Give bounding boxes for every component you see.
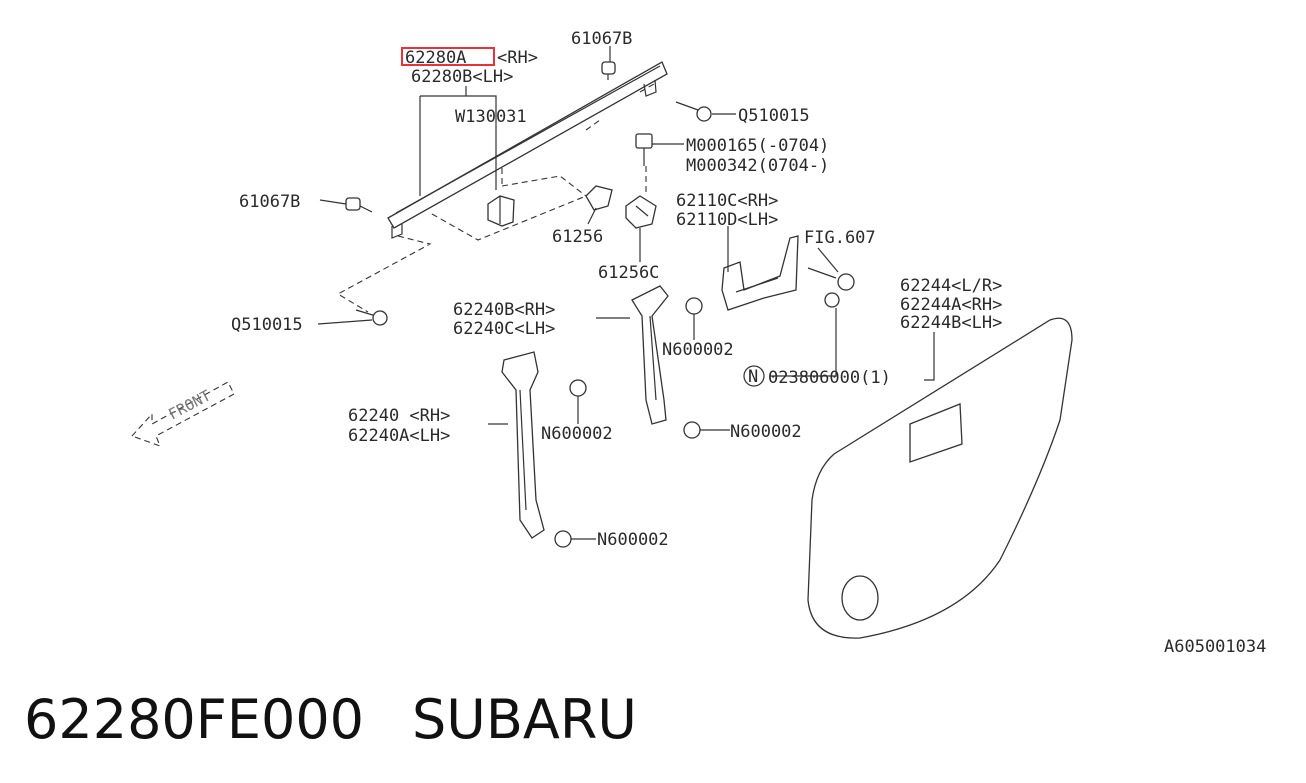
brand-name: SUBARU bbox=[412, 688, 637, 751]
clip-61067b-left bbox=[345, 197, 373, 213]
label-62244b: 62244B<LH> bbox=[900, 313, 1002, 333]
label-62280a: 62280A bbox=[405, 48, 466, 68]
holder-61256 bbox=[585, 185, 613, 211]
label-q510015-left: Q510015 bbox=[231, 315, 303, 335]
label-023806000: 023806000(1) bbox=[768, 368, 891, 388]
screw-q510015-left bbox=[355, 309, 388, 326]
part-number: 62280FE000 bbox=[24, 688, 365, 751]
guide-rail-rear bbox=[631, 285, 669, 425]
label-62244a: 62244A<RH> bbox=[900, 295, 1002, 315]
label-ref: A605001034 bbox=[1164, 637, 1266, 657]
regulator-plate-62110 bbox=[721, 235, 799, 311]
label-62240c: 62240C<LH> bbox=[453, 319, 555, 339]
holder-61256c bbox=[625, 195, 657, 229]
hidden-outline bbox=[336, 83, 655, 313]
label-61256c: 61256C bbox=[598, 263, 659, 283]
clip-61067b-top bbox=[601, 61, 616, 80]
label-fig607: FIG.607 bbox=[804, 228, 876, 248]
label-m000165: M000165(-0704) bbox=[686, 136, 829, 156]
label-w130031: W130031 bbox=[455, 107, 527, 127]
label-61256: 61256 bbox=[552, 227, 603, 247]
label-62240: 62240 <RH> bbox=[348, 406, 450, 426]
nut-n600002-d bbox=[554, 530, 572, 548]
bolt-fig607 bbox=[807, 267, 855, 308]
front-arrow-icon bbox=[131, 381, 235, 447]
nut-n600002-c bbox=[569, 379, 587, 397]
label-62110d: 62110D<LH> bbox=[676, 210, 778, 230]
label-62280b: 62280B<LH> bbox=[411, 67, 513, 87]
label-62280a-suffix: <RH> bbox=[497, 48, 538, 68]
nut-n600002-a bbox=[685, 297, 703, 315]
bolt-m000165 bbox=[635, 133, 653, 166]
label-62244: 62244<L/R> bbox=[900, 276, 1002, 296]
label-n600002-c: N600002 bbox=[730, 422, 802, 442]
screw-q510015-top bbox=[675, 101, 712, 122]
label-n600002-a: N600002 bbox=[662, 340, 734, 360]
label-m000342: M000342(0704-) bbox=[686, 156, 829, 176]
label-q510015-top: Q510015 bbox=[738, 106, 810, 126]
label-n600002-b: N600002 bbox=[541, 424, 613, 444]
circled-n-icon: N bbox=[743, 365, 765, 387]
sealing-screen-62244 bbox=[807, 317, 1073, 639]
label-62240a: 62240A<LH> bbox=[348, 426, 450, 446]
parts-diagram: 62280A <RH> 62280B<LH> 61067B Q510015 W1… bbox=[131, 29, 1266, 657]
guide-rail-front bbox=[501, 351, 545, 539]
weatherstrip-molding bbox=[387, 61, 668, 239]
label-62110c: 62110C<RH> bbox=[676, 191, 778, 211]
highlight-box bbox=[401, 47, 495, 66]
label-61067b-left: 61067B bbox=[239, 192, 300, 212]
label-n600002-d: N600002 bbox=[597, 530, 669, 550]
label-circle-n: N bbox=[748, 367, 758, 387]
label-62240b: 62240B<RH> bbox=[453, 300, 555, 320]
label-61067b-top: 61067B bbox=[571, 29, 632, 49]
nut-n600002-b bbox=[683, 421, 701, 439]
bracket-w130031 bbox=[487, 195, 515, 227]
leader-lines bbox=[317, 46, 935, 540]
part-title: 62280FE000 SUBARU bbox=[24, 680, 924, 760]
